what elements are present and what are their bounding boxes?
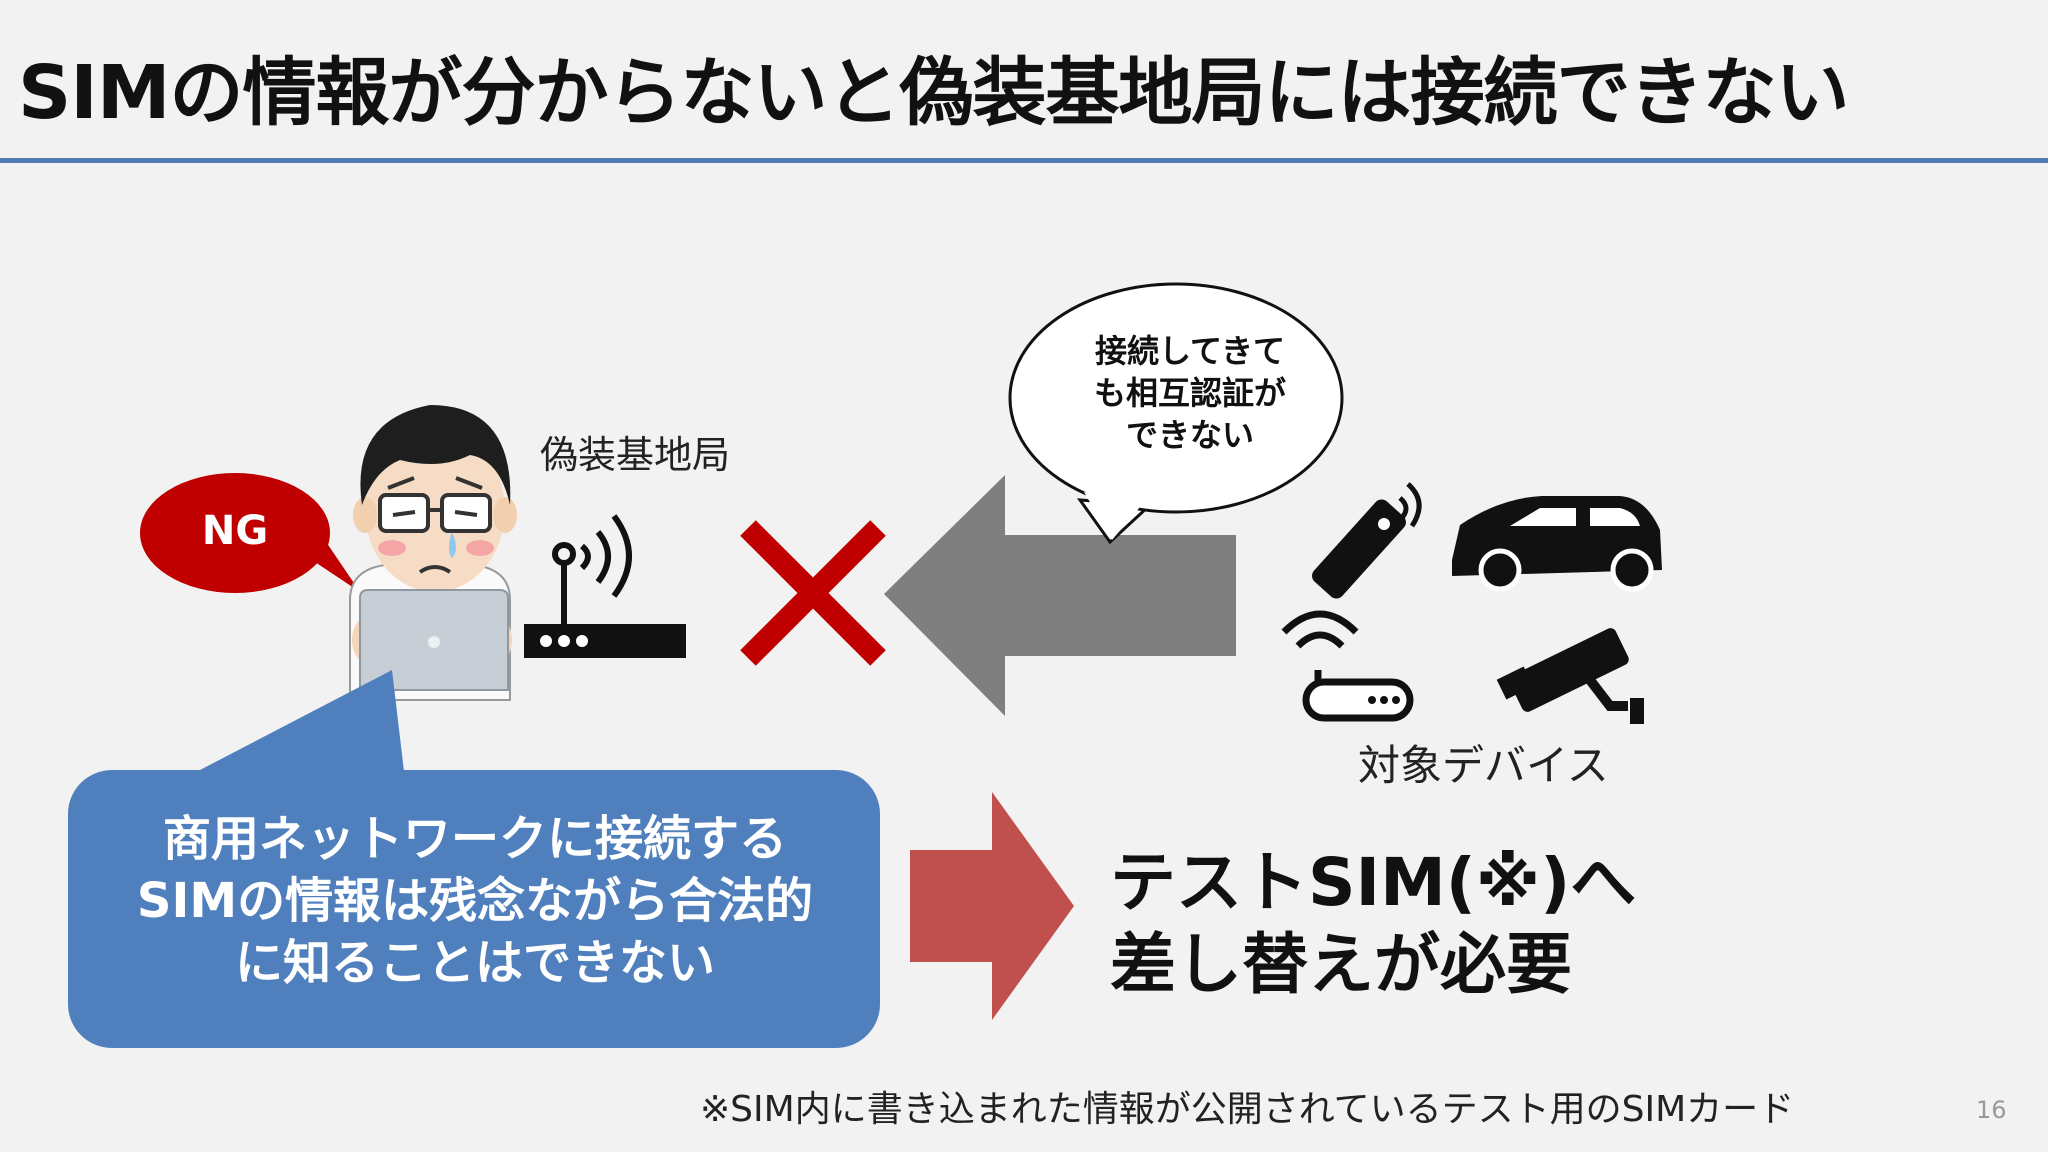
security-camera-icon: [1496, 628, 1644, 724]
router-icon: [524, 514, 686, 658]
gray-left-arrow: [884, 475, 1236, 716]
footnote: ※SIM内に書き込まれた情報が公開されているテスト用のSIMカード: [700, 1089, 1795, 1130]
red-right-arrow: [910, 792, 1074, 1020]
ng-label: NG: [201, 508, 269, 554]
wifi-router-icon: [1281, 610, 1414, 722]
car-icon: [1452, 496, 1662, 592]
callout-text: 商用ネットワークに接続する SIMの情報は残念ながら合法的 に知ることはできない: [70, 808, 880, 994]
ng-bubble: [140, 473, 360, 593]
callout-line: に知ることはできない: [234, 935, 715, 991]
red-cross-icon: [740, 520, 886, 666]
title-underline: [0, 158, 2048, 163]
speech-bubble: [1008, 282, 1344, 545]
speech-line: できない: [1125, 416, 1254, 454]
page-number: 16: [1976, 1096, 2007, 1124]
speech-bubble-text: 接続してきて も相互認証が できない: [1040, 330, 1340, 456]
callout-line: 商用ネットワークに接続する: [162, 811, 787, 867]
speech-line: 接続してきて: [1094, 332, 1286, 370]
fake-base-station-label: 偽装基地局: [540, 433, 731, 477]
result-text: テストSIM(※)へ 差し替えが必要: [1110, 842, 1730, 1006]
target-devices-label: 対象デバイス: [1358, 741, 1609, 790]
key-fob-icon: [1312, 482, 1422, 599]
result-line: 差し替えが必要: [1110, 926, 1572, 1003]
slide-title: SIMの情報が分からないと偽装基地局には接続できない: [18, 50, 1849, 136]
callout-line: SIMの情報は残念ながら合法的: [136, 873, 814, 929]
speech-line: も相互認証が: [1093, 374, 1286, 412]
worried-person-icon: [349, 405, 517, 701]
blue-callout: [68, 670, 880, 1048]
result-line: テストSIM(※)へ: [1110, 844, 1637, 921]
